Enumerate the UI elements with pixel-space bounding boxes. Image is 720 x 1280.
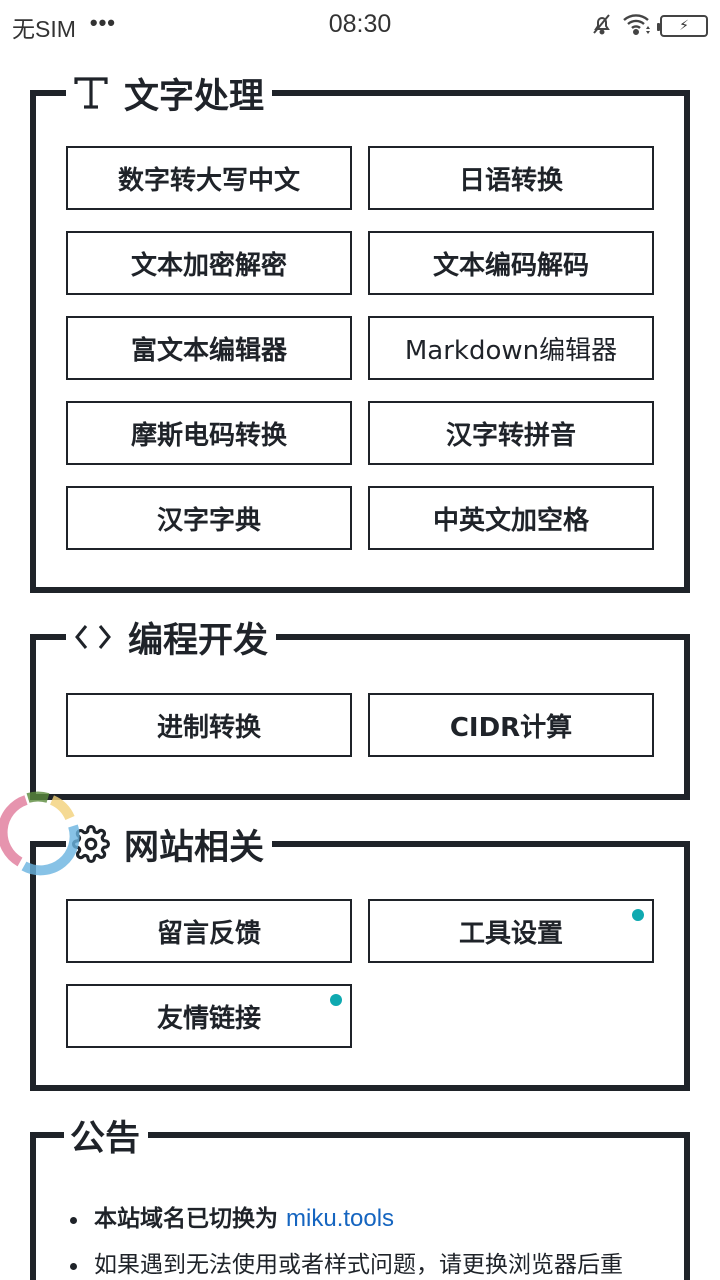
- button-cjk-spacing[interactable]: 中英文加空格: [368, 486, 654, 550]
- button-cidr-calc[interactable]: CIDR计算: [368, 693, 654, 757]
- status-left: 无SIM •••: [12, 10, 116, 44]
- text-t-icon: [72, 74, 110, 112]
- button-tool-settings[interactable]: 工具设置: [368, 899, 654, 963]
- button-base-convert[interactable]: 进制转换: [66, 693, 352, 757]
- button-friend-links[interactable]: 友情链接: [66, 984, 352, 1048]
- notice-item: 如果遇到无法使用或者样式问题，请更换浏览器后重: [68, 1250, 664, 1280]
- button-rich-text-editor[interactable]: 富文本编辑器: [66, 316, 352, 380]
- section-title: 文字处理: [66, 68, 273, 118]
- notification-badge: [330, 994, 342, 1006]
- button-hanzi-pinyin[interactable]: 汉字转拼音: [368, 401, 654, 465]
- section-text-processing: 文字处理 数字转大写中文 日语转换 文本加密解密 文本编码解码 富文本编辑器 M…: [30, 68, 690, 593]
- button-hanzi-dictionary[interactable]: 汉字字典: [66, 486, 352, 550]
- section-site: 网站相关 留言反馈 工具设置 友情链接: [30, 819, 690, 1091]
- clock: 08:30: [328, 10, 392, 38]
- button-text-encrypt[interactable]: 文本加密解密: [66, 231, 352, 295]
- code-brackets-icon: [72, 620, 114, 654]
- button-markdown-editor[interactable]: Markdown编辑器: [368, 316, 654, 380]
- section-programming: 编程开发 进制转换 CIDR计算: [30, 612, 690, 800]
- status-right: ⚡: [590, 12, 708, 40]
- button-text-encode[interactable]: 文本编码解码: [368, 231, 654, 295]
- wifi-icon: [622, 12, 652, 40]
- battery-charging-icon: ⚡: [657, 15, 708, 37]
- section-title: 公告: [64, 1110, 149, 1160]
- section-title: 编程开发: [66, 612, 277, 662]
- button-number-to-chinese[interactable]: 数字转大写中文: [66, 146, 352, 210]
- carrier-label: 无SIM: [12, 16, 76, 42]
- notice-item: 本站域名已切换为 miku.tools: [68, 1204, 664, 1234]
- notice-list: 本站域名已切换为 miku.tools 如果遇到无法使用或者样式问题，请更换浏览…: [68, 1204, 664, 1280]
- bell-muted-icon: [590, 12, 614, 40]
- status-bar: 无SIM ••• 08:30 ⚡: [0, 0, 720, 52]
- domain-link[interactable]: miku.tools: [286, 1205, 395, 1232]
- section-announcement: 公告 本站域名已切换为 miku.tools 如果遇到无法使用或者样式问题，请更…: [30, 1110, 690, 1280]
- button-feedback[interactable]: 留言反馈: [66, 899, 352, 963]
- more-dots-icon: •••: [89, 10, 116, 35]
- section-title: 网站相关: [66, 819, 273, 869]
- notification-badge: [632, 909, 644, 921]
- loading-spinner-icon[interactable]: [0, 788, 84, 876]
- button-morse-code[interactable]: 摩斯电码转换: [66, 401, 352, 465]
- button-japanese-convert[interactable]: 日语转换: [368, 146, 654, 210]
